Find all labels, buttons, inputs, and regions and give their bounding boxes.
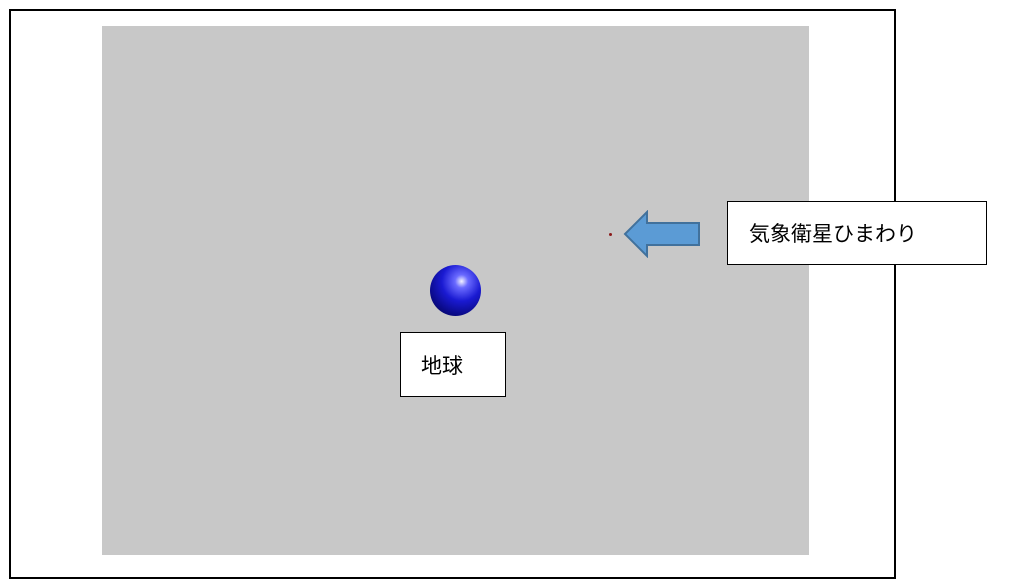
satellite-label: 気象衛星ひまわり bbox=[749, 222, 917, 246]
earth-label: 地球 bbox=[421, 353, 463, 378]
earth-label-box: 地球 bbox=[400, 332, 506, 397]
satellite-label-box: 気象衛星ひまわり bbox=[727, 201, 987, 265]
left-arrow-icon bbox=[623, 210, 700, 258]
earth-sphere-icon bbox=[430, 265, 481, 316]
satellite-dot-icon bbox=[609, 233, 612, 236]
